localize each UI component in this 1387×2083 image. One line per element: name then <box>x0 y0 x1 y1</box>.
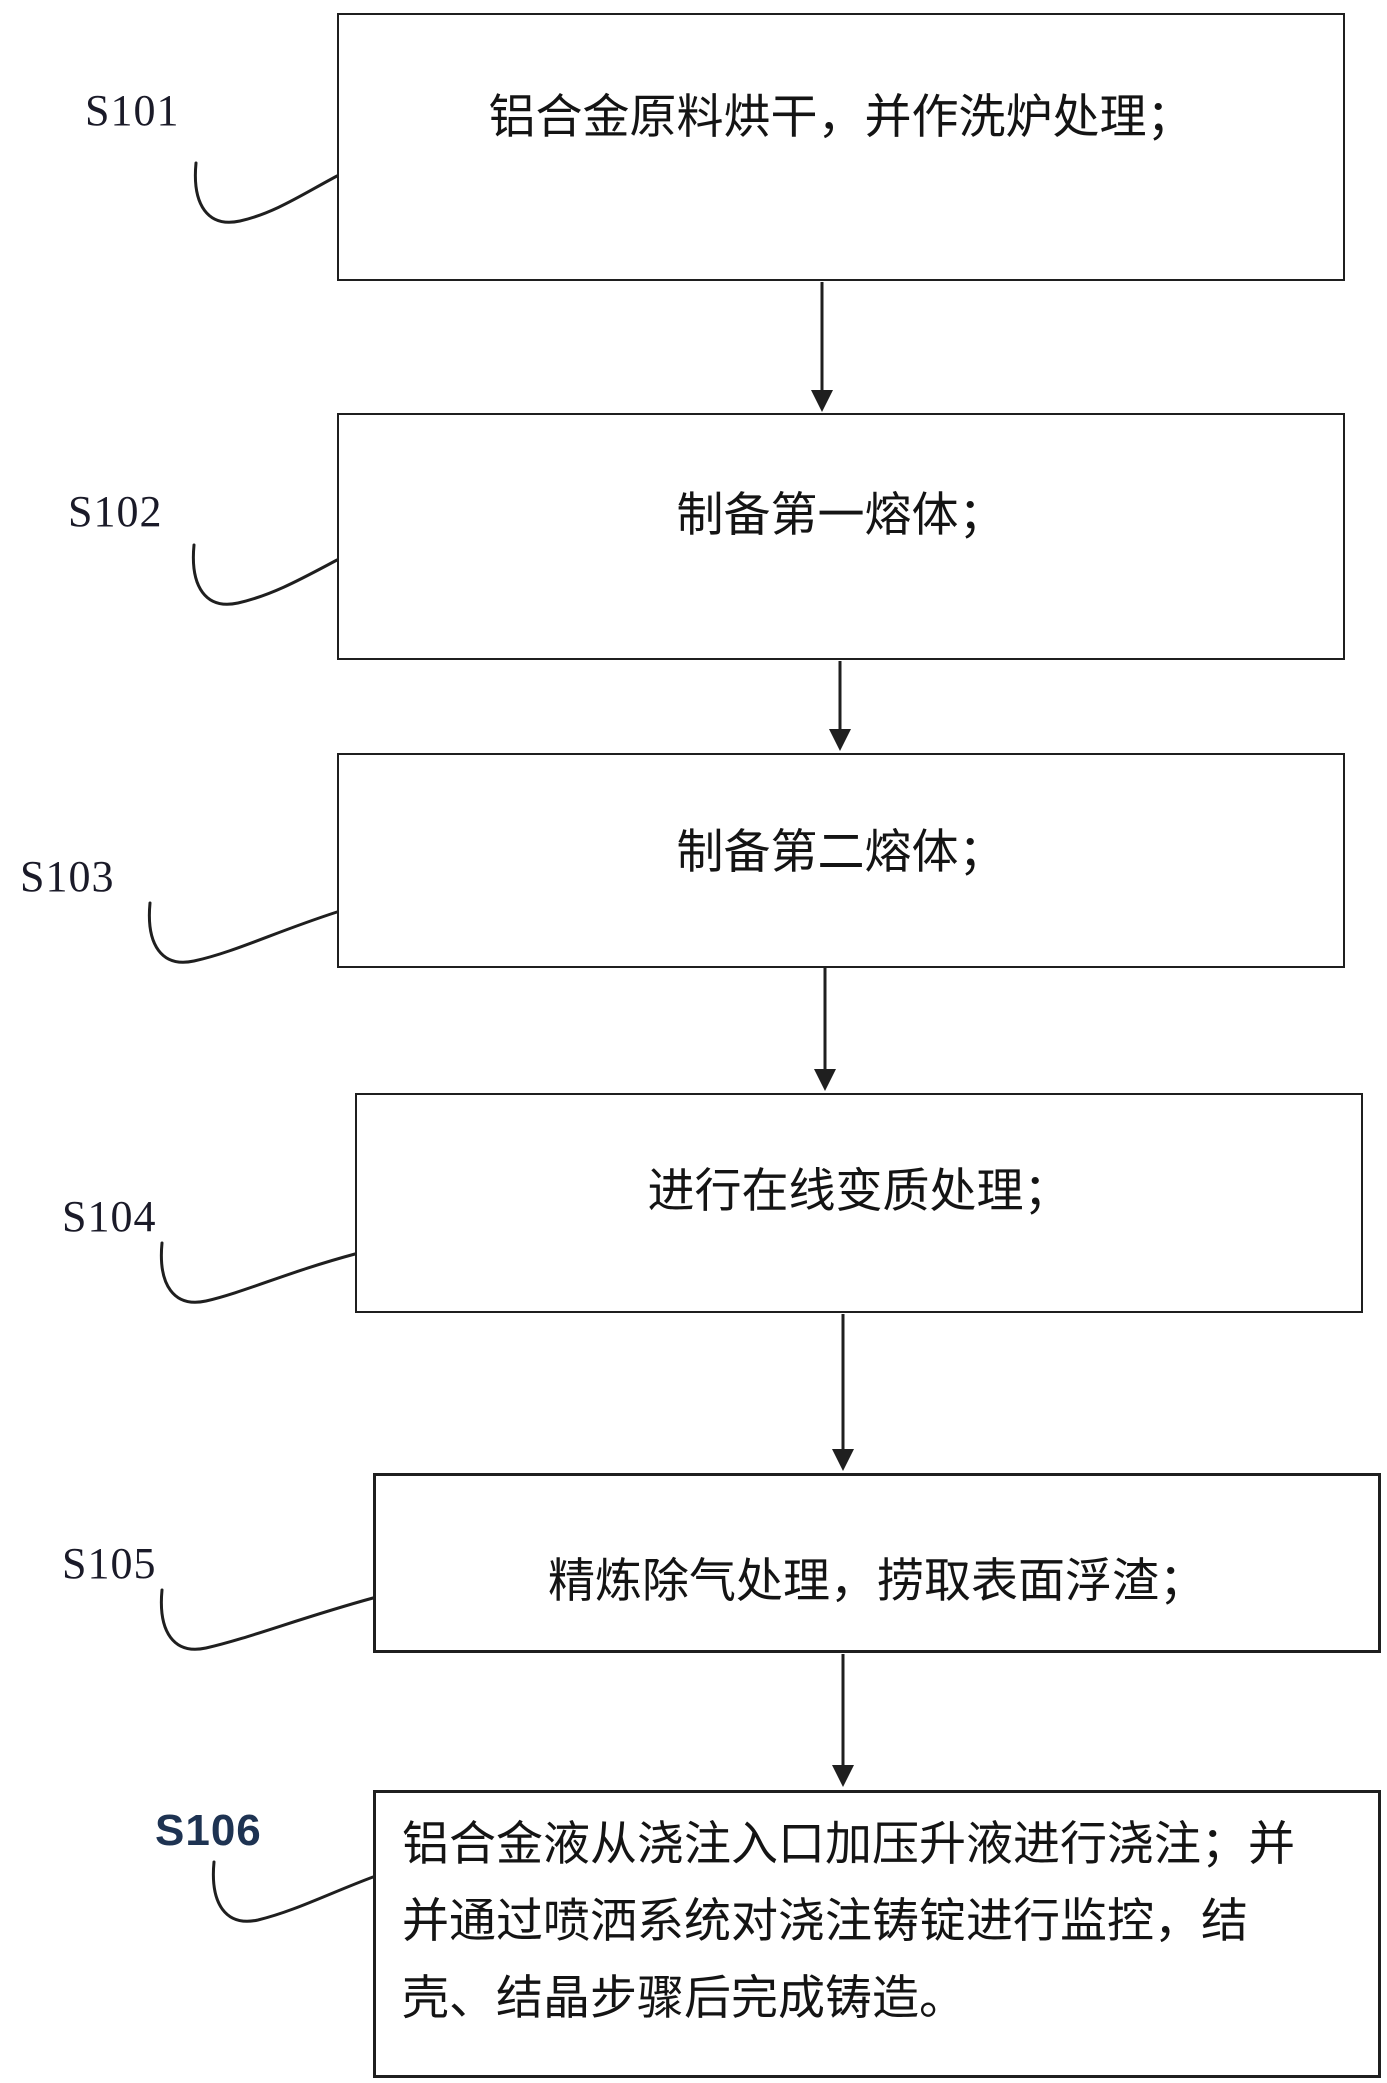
step-label-s104: S104 <box>62 1192 157 1241</box>
flow-step-text-6-line-2: 并通过喷洒系统对浇注铸锭进行监控，结 <box>402 1896 1248 1948</box>
flow-step-box-1: 铝合金原料烘干，并作洗炉处理； <box>337 13 1345 281</box>
label-connector-4 <box>159 1241 357 1304</box>
flow-step-text-3: 制备第二熔体； <box>676 826 1006 879</box>
down-arrow-2 <box>829 661 851 751</box>
flow-step-text-2: 制备第一熔体； <box>676 489 1006 542</box>
flow-step-text-6-line-1: 铝合金液从浇注入口加压升液进行浇注；并 <box>402 1819 1295 1871</box>
flow-step-text-5: 精炼除气处理，捞取表面浮渣； <box>548 1556 1206 1609</box>
flow-step-text-6-line-3: 壳、结晶步骤后完成铸造。 <box>402 1973 966 2025</box>
flow-step-box-2: 制备第一熔体； <box>337 413 1345 660</box>
step-label-s105: S105 <box>62 1539 157 1588</box>
down-arrow-4 <box>832 1314 854 1471</box>
step-label-s106: S106 <box>155 1806 262 1855</box>
label-connector-2 <box>191 543 339 606</box>
step-label-s102: S102 <box>68 487 163 536</box>
flow-step-box-4: 进行在线变质处理； <box>355 1093 1363 1313</box>
flow-step-text-1: 铝合金原料烘干，并作洗炉处理； <box>488 92 1194 145</box>
label-connector-6 <box>211 1860 375 1923</box>
flow-step-box-6: 铝合金液从浇注入口加压升液进行浇注；并 并通过喷洒系统对浇注铸锭进行监控，结 壳… <box>373 1790 1381 2078</box>
down-arrow-1 <box>811 282 833 412</box>
down-arrow-5 <box>832 1654 854 1787</box>
down-arrow-3 <box>814 968 836 1091</box>
label-connector-5 <box>159 1588 375 1651</box>
label-connector-3 <box>147 901 339 964</box>
step-label-s103: S103 <box>20 852 115 901</box>
flow-step-box-3: 制备第二熔体； <box>337 753 1345 968</box>
step-label-s101: S101 <box>85 86 180 135</box>
flow-step-text-4: 进行在线变质处理； <box>647 1166 1071 1219</box>
flow-step-box-5: 精炼除气处理，捞取表面浮渣； <box>373 1473 1381 1653</box>
label-connector-1 <box>193 161 339 224</box>
